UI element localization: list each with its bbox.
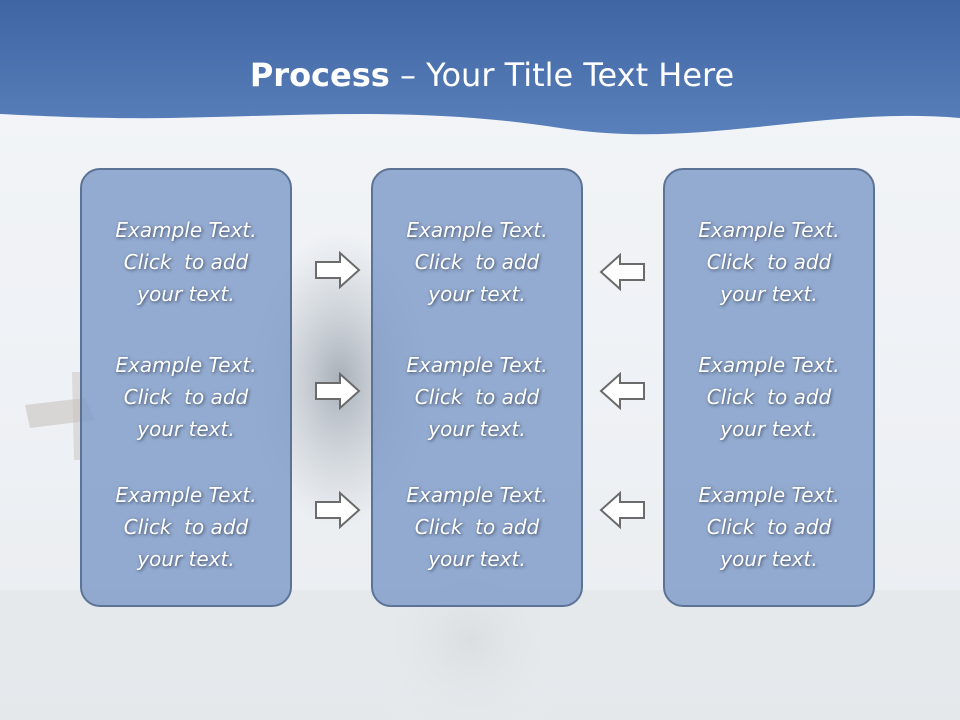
- arrow-right-icon: [315, 250, 361, 290]
- text-line: your text.: [428, 282, 526, 306]
- text-block[interactable]: Example Text. Click to add your text.: [665, 479, 873, 575]
- arrow-left-icon: [599, 252, 645, 292]
- text-block[interactable]: Example Text. Click to add your text.: [82, 214, 290, 310]
- text-line: Example Text.: [115, 483, 257, 507]
- text-block[interactable]: Example Text. Click to add your text.: [373, 349, 581, 445]
- text-line: Example Text.: [406, 218, 548, 242]
- text-line: Click to add: [123, 515, 249, 539]
- arrow-left-icon: [599, 490, 645, 530]
- panel-left[interactable]: Example Text. Click to add your text. Ex…: [80, 168, 292, 607]
- text-line: Example Text.: [406, 353, 548, 377]
- text-line: Example Text.: [698, 483, 840, 507]
- text-line: Click to add: [706, 385, 832, 409]
- text-block[interactable]: Example Text. Click to add your text.: [373, 214, 581, 310]
- text-line: Click to add: [123, 250, 249, 274]
- text-line: your text.: [137, 417, 235, 441]
- title-rest: – Your Title Text Here: [389, 56, 735, 94]
- text-line: your text.: [137, 547, 235, 571]
- arrow-left-icon: [599, 371, 645, 411]
- header-band: [0, 0, 960, 135]
- text-line: Example Text.: [115, 353, 257, 377]
- text-line: Click to add: [414, 515, 540, 539]
- arrow-right-icon: [315, 490, 361, 530]
- text-line: your text.: [720, 547, 818, 571]
- text-line: Example Text.: [698, 218, 840, 242]
- text-line: your text.: [137, 282, 235, 306]
- text-block[interactable]: Example Text. Click to add your text.: [373, 479, 581, 575]
- panel-middle[interactable]: Example Text. Click to add your text. Ex…: [371, 168, 583, 607]
- text-line: Click to add: [706, 515, 832, 539]
- text-line: Click to add: [706, 250, 832, 274]
- text-block[interactable]: Example Text. Click to add your text.: [82, 479, 290, 575]
- text-line: your text.: [428, 547, 526, 571]
- text-line: Click to add: [123, 385, 249, 409]
- panel-right[interactable]: Example Text. Click to add your text. Ex…: [663, 168, 875, 607]
- text-line: your text.: [720, 417, 818, 441]
- text-line: Click to add: [414, 385, 540, 409]
- slide-title: Process – Your Title Text Here: [0, 52, 960, 98]
- text-line: your text.: [720, 282, 818, 306]
- text-line: Click to add: [414, 250, 540, 274]
- text-block[interactable]: Example Text. Click to add your text.: [665, 349, 873, 445]
- title-bold: Process: [249, 56, 390, 94]
- text-line: Example Text.: [115, 218, 257, 242]
- arrow-right-icon: [315, 371, 361, 411]
- text-line: your text.: [428, 417, 526, 441]
- text-line: Example Text.: [406, 483, 548, 507]
- text-block[interactable]: Example Text. Click to add your text.: [665, 214, 873, 310]
- text-line: Example Text.: [698, 353, 840, 377]
- text-block[interactable]: Example Text. Click to add your text.: [82, 349, 290, 445]
